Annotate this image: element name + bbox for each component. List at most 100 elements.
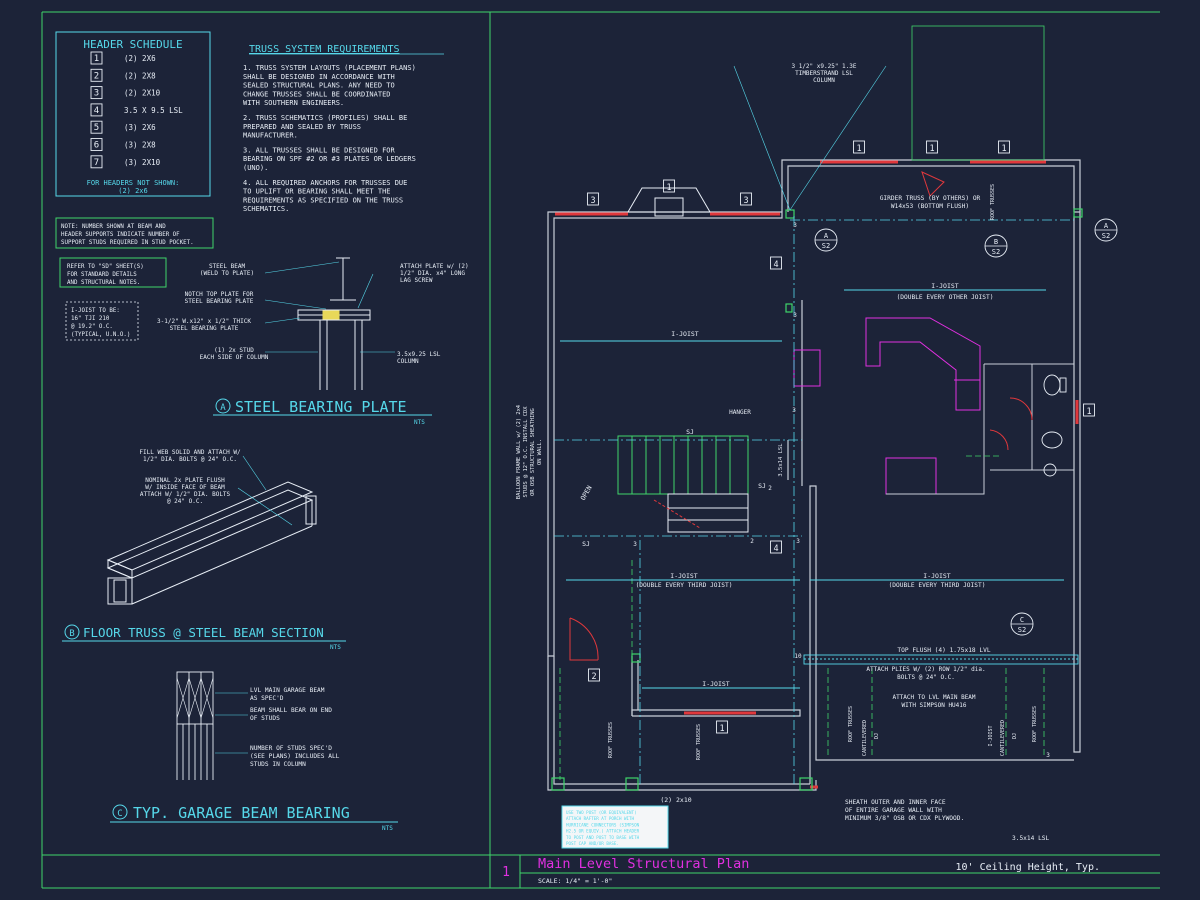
truss-requirement-line: MANUFACTURER. [243, 132, 298, 140]
truss-requirement-line: SCHEMATICS. [243, 205, 289, 213]
section-mark-sheet: S2 [1018, 626, 1026, 634]
header-tag-box [1083, 403, 1095, 417]
ijoist-note-line: 16" TJI 210 [71, 316, 110, 322]
detail-a-column-label: 3.5x9.25 LSL [397, 351, 441, 358]
stud-count-tag: 2 [768, 485, 772, 492]
header-tag-number: 3 [590, 196, 595, 206]
detail-c-lvl-label: LVL MAIN GARAGE BEAM [250, 687, 325, 694]
detail-a-title: STEEL BEARING PLATE [235, 398, 407, 416]
lsl-column-label: 3.5x14 LSL [778, 443, 784, 477]
balloon-wall-label: BALLOON FRAME WALL w/ (2) 2x4 [516, 405, 522, 499]
stud-count-tag: 3 [792, 407, 796, 414]
exterior-walls [547, 159, 1081, 791]
joist-span-arrows [560, 289, 1064, 689]
balloon-wall-label: OR OSB STRUCTURAL SHEATHING [530, 408, 536, 496]
garage-joist-label: ROOF TRUSSES [696, 724, 702, 760]
ijoist-note-line: (TYPICAL, U.N.O.) [71, 332, 130, 338]
detail-c-leaders [215, 692, 248, 754]
truss-requirement-line: BEARING ON SPF #2 OR #3 PLATES OR LEDGER… [243, 155, 416, 163]
drawing-title: Main Level Structural Plan [538, 856, 749, 872]
detail-a-steel-beam-label: (WELD TO PLATE) [200, 270, 254, 277]
sheath-note: MINIMUM 3/8" OSB OR CDX PLYWOOD. [845, 815, 964, 822]
section-mark-sheet: S2 [822, 242, 830, 250]
detail-a-labels: STEEL BEAM(WELD TO PLATE)ATTACH PLATE w/… [157, 263, 469, 365]
timberstrand-label: COLUMN [813, 77, 835, 84]
schedule-number: 5 [94, 123, 99, 133]
ijoist-label: I-JOIST [931, 282, 958, 290]
truss-requirement-line: TO UPLIFT OR BEARING SHALL MEET THE [243, 188, 391, 196]
detail-c-title-block: C TYP. GARAGE BEAM BEARING NTS [110, 804, 398, 832]
truss-requirement-line: REQUIREMENTS AS SPECIFIED ON THE TRUSS [243, 196, 403, 204]
header-size-label: (2) 2x10 [660, 796, 691, 804]
sj-label: SJ [582, 540, 590, 548]
detail-a-steel-beam-label: STEEL BEAM [209, 263, 246, 270]
garage-joists [559, 455, 1045, 780]
sheath-note: SHEATH OUTER AND INNER FACE [845, 799, 946, 806]
schedule-number: 6 [94, 141, 99, 151]
open-label: OPEN [579, 484, 594, 502]
attach-plies-label: BOLTS @ 24" O.C. [897, 674, 955, 681]
beam-note-line: HEADER SUPPORTS INDICATE NUMBER OF [61, 232, 180, 238]
stud-count-tag: 3 [793, 312, 797, 319]
girder-truss-label: GIRDER TRUSS (BY OTHERS) OR [880, 195, 981, 202]
double-joist-label: (DOUBLE EVERY OTHER JOIST) [897, 294, 994, 301]
header-tag-box [740, 192, 752, 206]
ijoist-label: I-JOIST [671, 330, 698, 338]
stud-count-tag: 3 [796, 538, 800, 545]
schedule-number-box [90, 103, 103, 117]
ijoist-label: I-JOIST [923, 572, 950, 580]
stud-count-tag: 3 [1046, 752, 1050, 759]
section-mark-sheet: S2 [992, 248, 1000, 256]
garage-joist-label: DJ [1012, 733, 1018, 739]
stud-count-tag: 3 [633, 541, 637, 548]
detail-b-title: FLOOR TRUSS @ STEEL BEAM SECTION [83, 625, 324, 640]
schedule-number: 7 [94, 158, 99, 168]
truss-requirement-line: SEALED STRUCTURAL PLANS. ANY NEED TO [243, 82, 395, 90]
detail-c-title: TYP. GARAGE BEAM BEARING [133, 804, 350, 822]
sd-note-line: FOR STANDARD DETAILS [67, 272, 137, 278]
detail-a-stud-label: (1) 2x STUD [214, 347, 254, 354]
beam-note-line: NOTE: NUMBER SHOWN AT BEAM AND [61, 224, 166, 230]
timberstrand-label: TIMBERSTRAND LSL [795, 70, 853, 77]
sd-note-line: REFER TO "SD" SHEET(S) [67, 264, 144, 270]
header-tag-box [853, 140, 865, 154]
sj-label: SJ [686, 428, 694, 436]
beam-note: NOTE: NUMBER SHOWN AT BEAM AND HEADER SUP… [55, 217, 214, 249]
truss-requirement-line: (UNO). [243, 164, 268, 172]
post-note-box [561, 805, 669, 849]
ceiling-height-note: 10' Ceiling Height, Typ. [956, 862, 1101, 873]
garage-joist-label: CANTILEVERED [1000, 720, 1006, 756]
detail-b-fill-web-label: FILL WEB SOLID AND ATTACH W/ [139, 449, 241, 456]
bathroom-fixtures [1041, 374, 1067, 477]
header-tag-number: 1 [1086, 407, 1091, 417]
doors [569, 171, 1033, 661]
roof-trusses-label: ROOF TRUSSES [990, 184, 996, 220]
header-tag-number: 4 [773, 260, 778, 270]
beam-lines [554, 216, 1074, 784]
detail-a-attach-plate-label: LAG SCREW [400, 277, 433, 284]
detail-a-scale: NTS [414, 419, 425, 426]
detail-b-beam-section [106, 481, 317, 605]
truss-requirement-line: CHANGE TRUSSES SHALL BE COORDINATED [243, 90, 391, 98]
truss-requirement-line: 3. ALL TRUSSES SHALL BE DESIGNED FOR [243, 146, 396, 154]
detail-b-scale: NTS [330, 644, 341, 651]
detail-a-plate-label: 3-1/2" W.x12" x 1/2" THICK [157, 318, 251, 325]
attach-lvl-label: ATTACH TO LVL MAIN BEAM [892, 694, 975, 701]
stud-count-tag: 2 [750, 538, 754, 545]
sheet-border [41, 11, 1160, 889]
header-schedule-footer-size: (2) 2x6 [118, 187, 148, 195]
schedule-number: 3 [94, 89, 99, 99]
detail-c-studs-label: STUDS IN COLUMN [250, 761, 306, 768]
post-note-line: HURRICANE CONNECTORS (SIMPSON [566, 822, 640, 827]
detail-b-nominal-label: @ 24" O.C. [167, 498, 203, 505]
stud-count-tag: 10 [794, 653, 802, 660]
detail-c-scale: NTS [382, 825, 393, 832]
detail-b-marker: B [69, 629, 74, 639]
ijoist-note-line: I-JOIST TO BE: [71, 308, 120, 314]
detail-c-marker: C [117, 809, 122, 819]
truss-requirement-line: 4. ALL REQUIRED ANCHORS FOR TRUSSES DUE [243, 179, 407, 187]
